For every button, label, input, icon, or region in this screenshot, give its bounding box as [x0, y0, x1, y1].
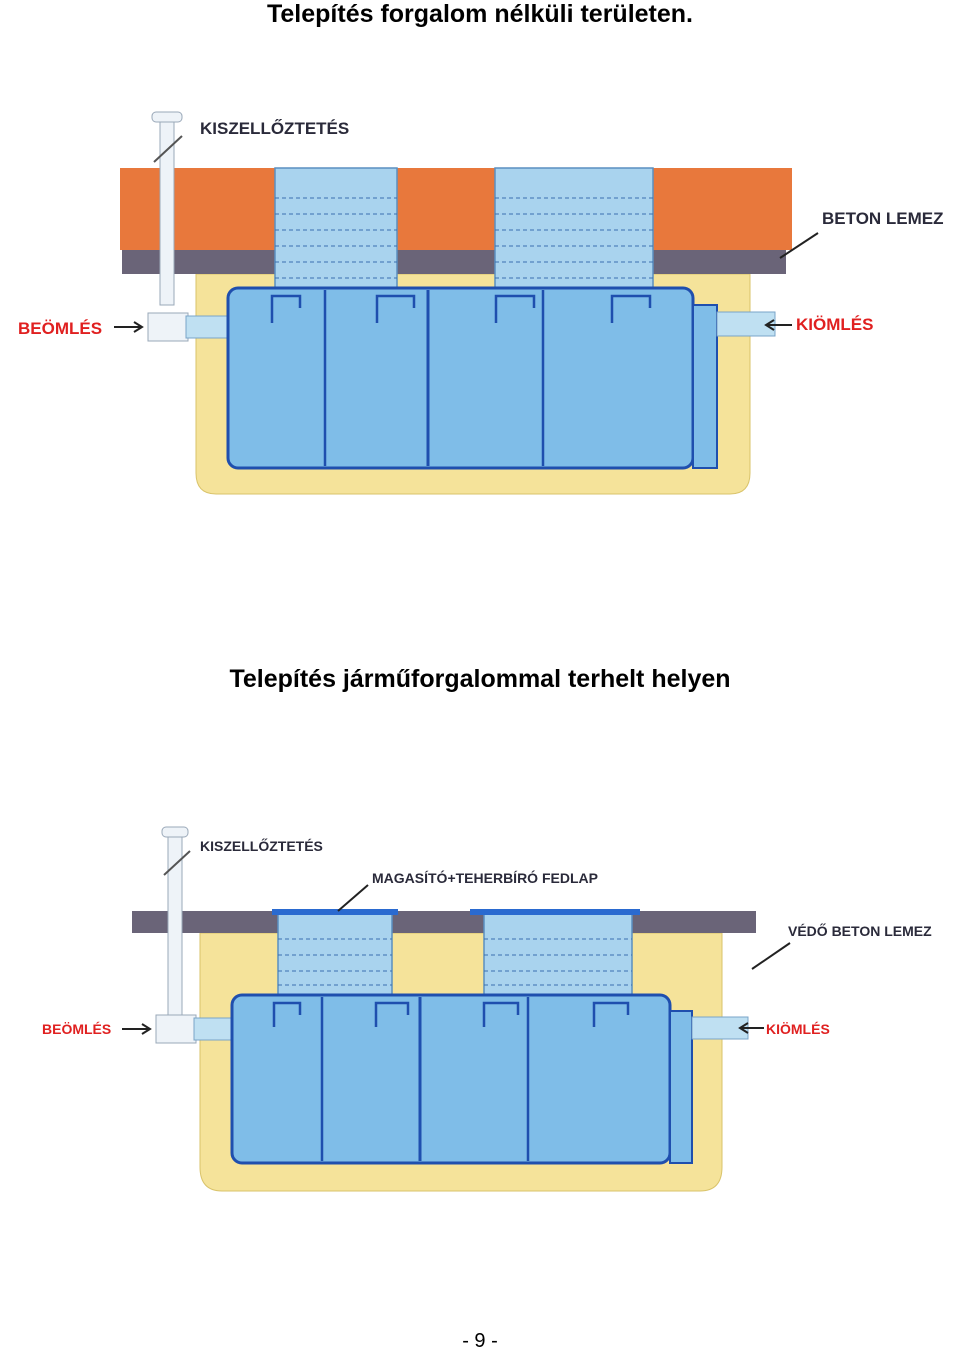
septic-tank — [226, 286, 718, 470]
inlet-label: BEÖMLÉS — [42, 1021, 111, 1037]
cover-leader — [337, 884, 369, 912]
vent-pipe — [161, 826, 191, 1040]
inlet-arrow — [122, 1023, 152, 1035]
inlet-pipe — [147, 312, 231, 342]
vent-label: KISZELLŐZTETÉS — [200, 837, 323, 854]
slab-label: VÉDŐ BETON LEMEZ — [788, 922, 932, 939]
outlet-label: KIÖMLÉS — [766, 1021, 830, 1037]
heading-no-traffic: Telepítés forgalom nélküli területen. — [266, 0, 693, 28]
access-shaft-right — [470, 909, 640, 998]
slab-label: BETON LEMEZ — [822, 209, 944, 228]
outlet-arrow — [738, 1022, 764, 1034]
diagram-no-traffic: KISZELLŐZTETÉS BETON LEMEZ BEÖMLÉS KIÖML… — [18, 111, 944, 495]
access-shaft-left — [274, 167, 398, 289]
heading-vehicle-traffic: Telepítés járműforgalommal terhelt helye… — [229, 665, 731, 693]
outlet-label: KIÖMLÉS — [796, 315, 873, 334]
access-shaft-right — [494, 167, 654, 289]
vent-label: KISZELLŐZTETÉS — [200, 119, 349, 138]
diagram-vehicle-traffic: KISZELLŐZTETÉS MAGASÍTÓ+TEHERBÍRÓ FEDLAP… — [42, 826, 932, 1192]
slab-leader — [751, 942, 791, 970]
vent-pipe — [151, 111, 183, 306]
inlet-pipe — [155, 1014, 235, 1044]
concrete-slab — [122, 250, 786, 274]
soil-layer — [120, 168, 792, 250]
page-number: - 9 - — [462, 1330, 498, 1352]
access-shaft-left — [272, 909, 398, 998]
outlet-arrow — [764, 319, 792, 331]
cover-label: MAGASÍTÓ+TEHERBÍRÓ FEDLAP — [372, 869, 598, 886]
inlet-label: BEÖMLÉS — [18, 319, 102, 338]
inlet-arrow — [114, 321, 144, 333]
protective-slab — [132, 911, 756, 933]
septic-tank — [230, 993, 693, 1165]
slab-leader — [779, 232, 819, 259]
